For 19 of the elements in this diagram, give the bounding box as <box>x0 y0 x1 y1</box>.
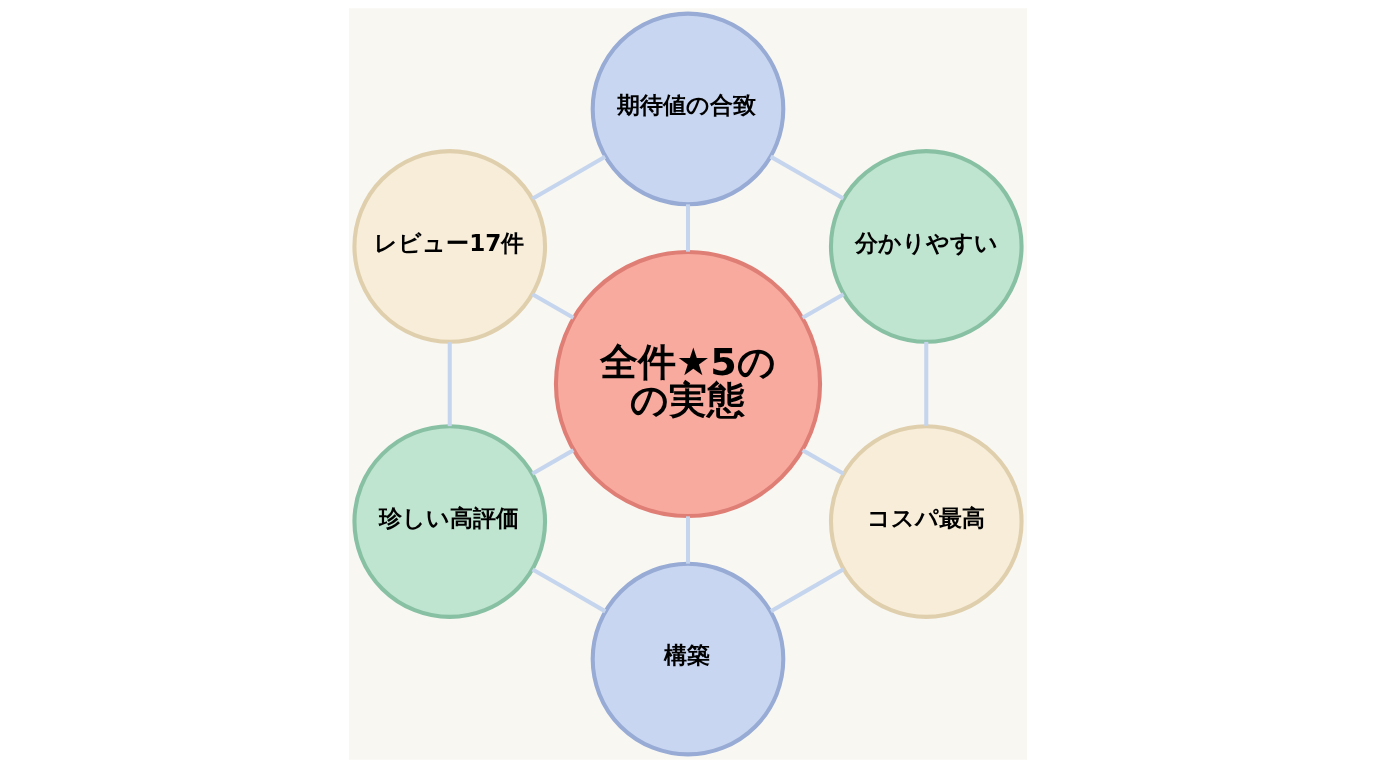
connector <box>801 292 845 320</box>
connector <box>924 341 929 426</box>
connector <box>531 567 607 614</box>
connector <box>769 154 845 201</box>
node-circle: 珍しい高評価 <box>352 424 548 619</box>
node-circle: 構築 <box>590 561 786 757</box>
connector <box>531 448 575 476</box>
connector <box>685 516 691 564</box>
connector <box>769 567 845 613</box>
node-circle: 期待値の合致 <box>590 11 786 207</box>
connector <box>531 292 575 320</box>
node-circle: 全件★5のの実態 <box>553 249 823 519</box>
node-circle: コスパ最高 <box>828 424 1024 619</box>
connector <box>801 448 845 476</box>
connector <box>685 204 691 252</box>
connector <box>447 342 452 427</box>
node-circle: 分かりやすい <box>828 149 1024 344</box>
node-circle: レビュー17件 <box>352 149 548 344</box>
connector <box>531 155 607 201</box>
